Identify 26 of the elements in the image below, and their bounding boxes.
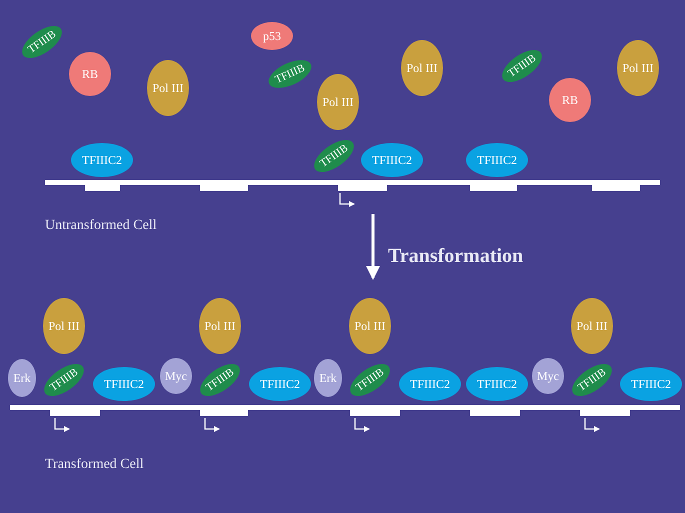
protein-ellipse: Pol III (43, 298, 85, 354)
protein-ellipse: TFIIIC2 (71, 143, 133, 177)
arrow-label: Transformation (388, 245, 524, 268)
protein-ellipse: TFIIIC2 (399, 367, 461, 401)
protein-ellipse: Myc (532, 358, 564, 394)
protein-ellipse: TFIIIC2 (93, 367, 155, 401)
protein-ellipse: RB (549, 78, 591, 122)
protein-ellipse: TFIIIC2 (249, 367, 311, 401)
protein-ellipse: Pol III (349, 298, 391, 354)
protein-ellipse: Pol III (571, 298, 613, 354)
protein-ellipse: Myc (160, 358, 192, 394)
panel-caption: Untransformed Cell (45, 218, 157, 234)
protein-ellipse: Erk (8, 359, 36, 397)
protein-ellipse: Pol III (401, 40, 443, 96)
protein-ellipse: Pol III (147, 60, 189, 116)
protein-ellipse: p53 (251, 22, 293, 50)
protein-ellipse: TFIIIC2 (466, 143, 528, 177)
protein-ellipse: Pol III (617, 40, 659, 96)
protein-ellipse: Erk (314, 359, 342, 397)
panel-caption: Transformed Cell (45, 457, 144, 473)
protein-ellipse: TFIIIC2 (620, 367, 682, 401)
protein-ellipse: TFIIIC2 (361, 143, 423, 177)
protein-ellipse: TFIIIC2 (466, 367, 528, 401)
protein-ellipse: Pol III (199, 298, 241, 354)
protein-ellipse: Pol III (317, 74, 359, 130)
protein-ellipse: RB (69, 52, 111, 96)
